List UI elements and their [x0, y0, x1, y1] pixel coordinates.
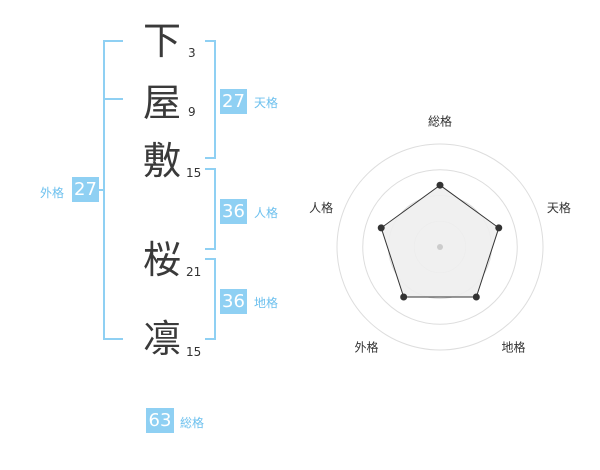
- family-char-3: 敷: [143, 139, 182, 183]
- radar-axis-label-4: 外格: [355, 340, 379, 355]
- radar-axis-label-5: 人格: [309, 200, 333, 215]
- radar-point-3: [472, 293, 480, 301]
- jinkaku-value: 36: [220, 199, 247, 224]
- jinkaku-label: 人格: [254, 206, 279, 220]
- radar-axis-label-2: 天格: [547, 200, 571, 215]
- radar-data-polygon: [380, 184, 500, 298]
- radar-center-dot: [437, 244, 443, 250]
- soukaku-value: 63: [146, 408, 174, 433]
- radar-point-4: [400, 293, 408, 301]
- tenkaku-label: 天格: [254, 96, 279, 110]
- chikaku-bracket: [205, 258, 216, 340]
- gaikaku-connector: [99, 189, 105, 191]
- given-char-1: 桜: [143, 238, 182, 282]
- gaikaku-label: 外格: [40, 186, 65, 200]
- tenkaku-bracket: [205, 40, 216, 159]
- radar-point-5: [377, 224, 385, 232]
- chikaku-label: 地格: [254, 296, 279, 310]
- radar-axis-label-1: 総格: [428, 114, 452, 129]
- tenkaku-value: 27: [220, 89, 247, 114]
- stroke-count-5: 15: [186, 345, 202, 359]
- stroke-count-4: 21: [186, 265, 202, 279]
- gaikaku-value: 27: [72, 177, 99, 202]
- gaikaku-bracket-tick: [103, 98, 123, 100]
- family-char-2: 屋: [143, 81, 182, 125]
- radar-ring: [362, 169, 518, 325]
- chikaku-value: 36: [220, 289, 247, 314]
- radar-axis-label-3: 地格: [501, 340, 525, 355]
- given-char-2: 凛: [143, 317, 182, 361]
- jinkaku-bracket: [205, 168, 216, 250]
- stroke-count-3: 15: [186, 166, 202, 180]
- stroke-count-1: 3: [188, 46, 196, 60]
- soukaku-label: 総格: [180, 416, 205, 430]
- radar-point-2: [495, 224, 503, 232]
- radar-ring: [336, 143, 544, 351]
- radar-point-1: [436, 181, 444, 189]
- stroke-count-2: 9: [188, 105, 196, 119]
- family-char-1: 下: [143, 19, 182, 63]
